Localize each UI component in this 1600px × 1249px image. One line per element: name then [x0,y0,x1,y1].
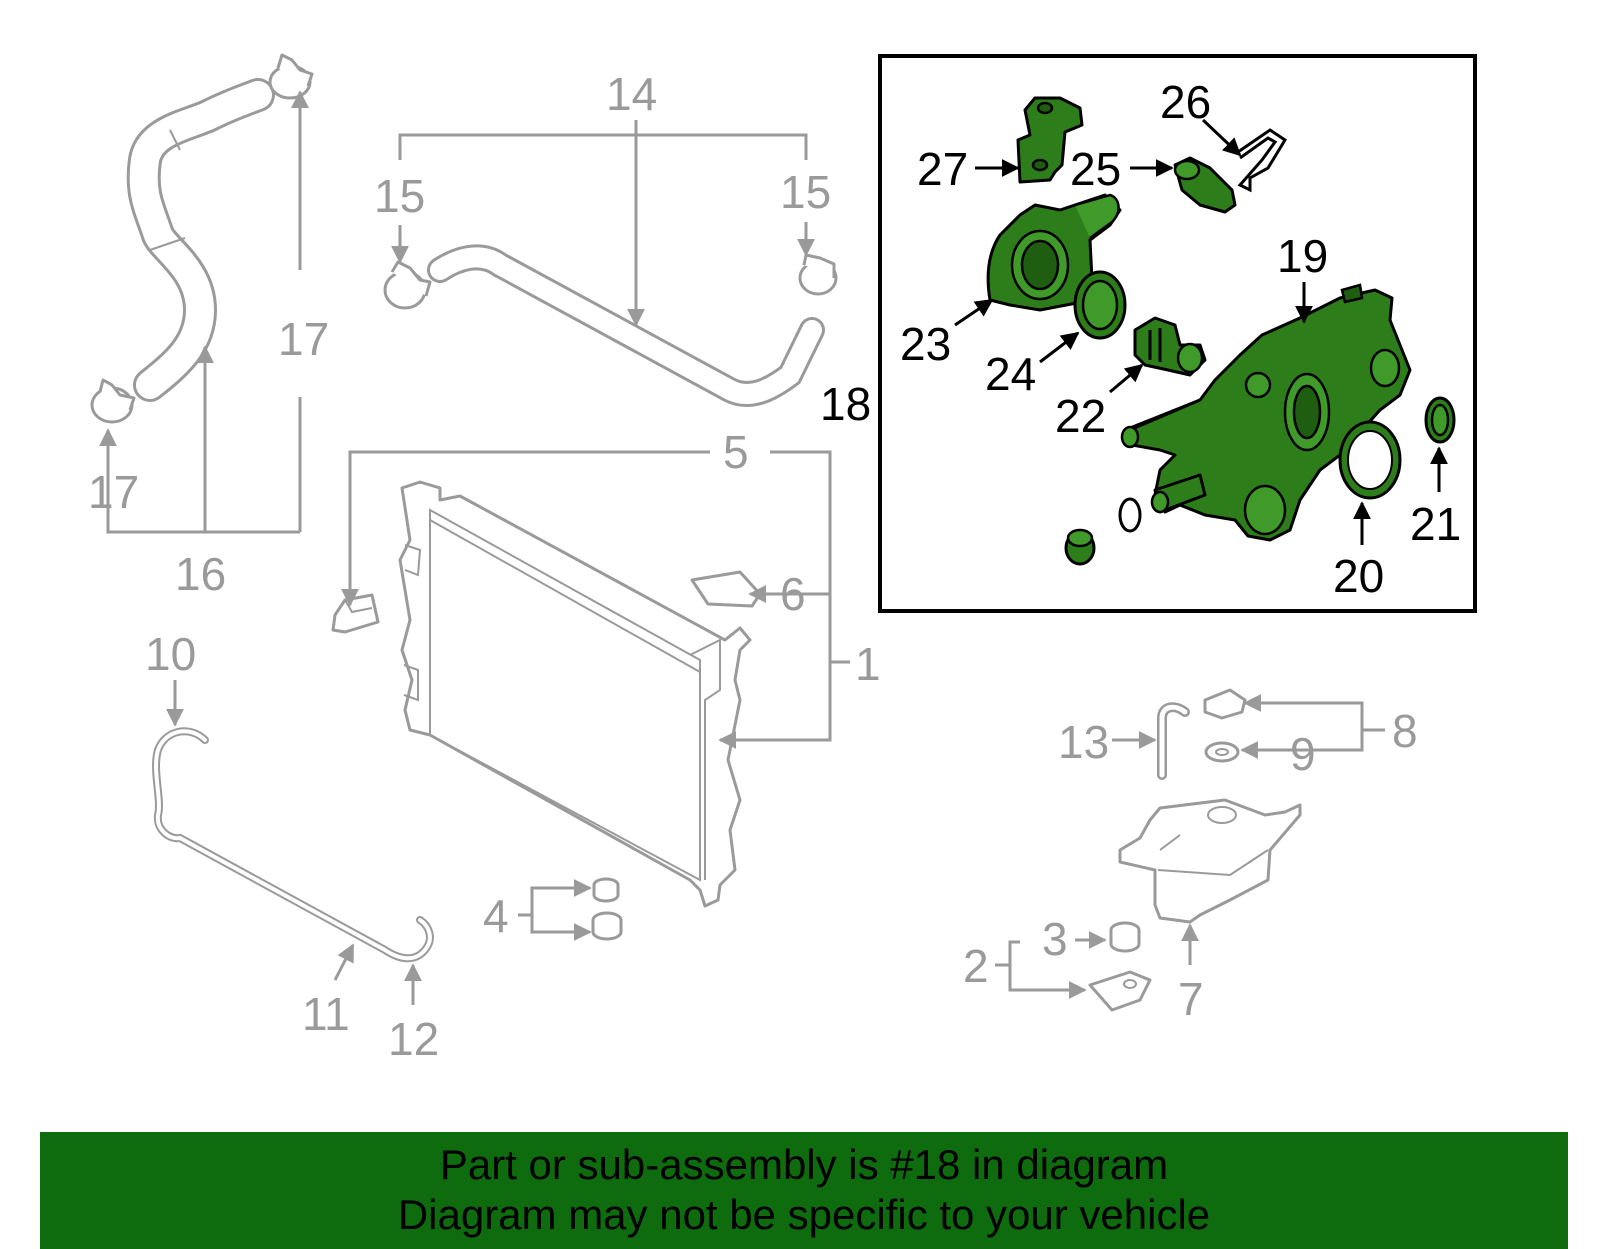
callout-11: 11 [302,988,350,1040]
outlet-gasket-small [1424,396,1456,444]
radiator [398,480,752,908]
callout-26: 26 [1160,76,1211,128]
callout-leaders-16-17 [99,90,309,534]
temperature-sensor [1173,156,1237,214]
thermostat-bracket [1016,96,1084,184]
callout-leaders-14-15 [391,120,815,327]
callout-18: 18 [820,378,871,430]
callout-21: 21 [1410,498,1461,550]
callout-3: 3 [1042,913,1068,965]
plug-cap [1064,528,1096,566]
outlet-gasket-large [1338,420,1402,500]
reservoir-cap [1203,688,1247,720]
water-outlet-housing [1120,283,1412,542]
callout-23: 23 [900,318,951,370]
sensor-clip [1237,128,1288,193]
footer-banner: Part or sub-assembly is #18 in diagram D… [40,1132,1568,1249]
callout-9: 9 [1290,728,1316,780]
callout-leaders-4 [518,879,592,941]
callout-5: 5 [723,426,749,478]
mount-bushings [591,877,623,941]
callout-10: 10 [145,628,196,680]
reservoir-washer [1204,741,1240,763]
lower-radiator-hose [427,244,825,407]
upper-radiator-hose [126,78,275,402]
hose-clamp-left [383,260,432,310]
footer-line-1: Part or sub-assembly is #18 in diagram [439,1141,1169,1188]
callout-12: 12 [388,1013,439,1065]
thermostat [1133,316,1207,377]
callout-15-left: 15 [374,170,425,222]
callout-16: 16 [175,548,226,600]
callout-6: 6 [780,568,806,620]
callout-25: 25 [1070,143,1121,195]
reservoir-hose [1157,702,1190,780]
coolant-reservoir [1118,798,1302,924]
callout-4: 4 [483,890,509,942]
callout-13: 13 [1058,716,1109,768]
callout-19: 19 [1277,230,1328,282]
callout-2: 2 [963,940,989,992]
callout-8: 8 [1392,705,1418,757]
callout-1: 1 [855,638,881,690]
callout-leaders-subassembly [954,118,1448,545]
hose-clamp-lower [90,378,136,424]
callout-leaders-1-5-6 [341,450,850,749]
radiator-mount-pad [690,570,762,608]
housing-gasket [1073,270,1127,340]
overflow-hose [152,727,434,963]
callout-17-left: 17 [88,466,139,518]
callout-leaders-10-11-12 [166,680,422,1005]
reservoir-bracket [1088,970,1152,1012]
radiator-bracket [331,593,380,634]
reservoir-bushing [1109,921,1141,953]
callout-17-right: 17 [278,313,329,365]
o-ring [1118,497,1142,533]
footer-line-2: Diagram may not be specific to your vehi… [397,1191,1211,1238]
hose-clamp-upper [268,53,314,100]
callout-14: 14 [606,68,657,120]
callout-27: 27 [917,143,968,195]
hose-clamp-right [798,253,838,296]
callout-15-right: 15 [780,166,831,218]
callout-7: 7 [1178,973,1204,1025]
callout-22: 22 [1055,390,1106,442]
callout-20: 20 [1333,550,1384,602]
callout-leaders-2-3-7-8-9-13 [995,694,1385,999]
callout-24: 24 [985,348,1036,400]
